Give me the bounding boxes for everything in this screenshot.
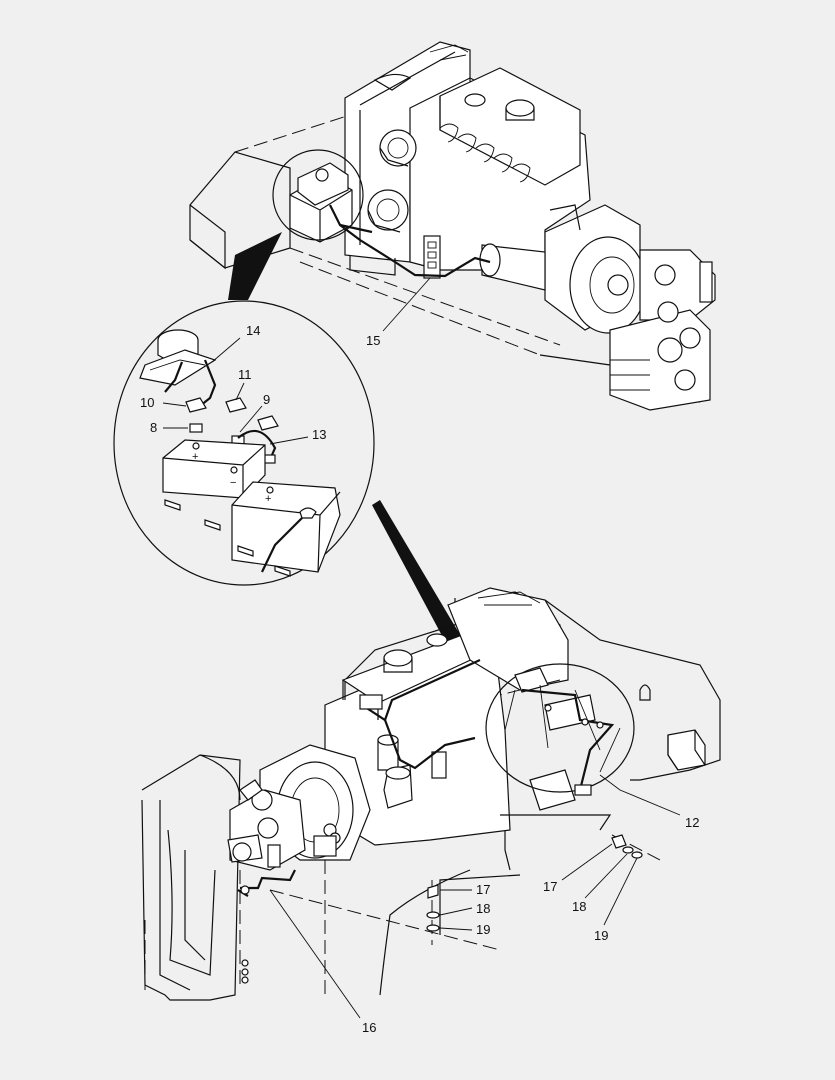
detail-leader-wedge	[372, 500, 475, 660]
detail-callout-circle-top	[228, 149, 364, 300]
callout-17-left: 17	[476, 882, 491, 897]
callout-19-right: 19	[594, 928, 609, 943]
callout-18-left: 18	[476, 901, 491, 916]
battery-minus-mark: −	[230, 477, 237, 489]
top-engine-assembly	[189, 41, 716, 411]
callout-10: 10	[140, 395, 155, 410]
leader-lines	[162, 277, 681, 1019]
callout-11: 11	[238, 367, 252, 382]
callout-14: 14	[246, 323, 261, 338]
callout-13: 13	[312, 427, 327, 442]
battery-plus-mark-1: +	[192, 451, 199, 463]
callout-15: 15	[366, 333, 381, 348]
callout-9: 9	[263, 392, 271, 407]
detail-callout-circle-bottom	[485, 663, 635, 796]
callout-16: 16	[362, 1020, 377, 1035]
fasteners-17-18-19	[426, 834, 661, 945]
battery-detail-view	[113, 300, 375, 586]
bottom-engine-assembly	[141, 587, 721, 1001]
callout-8: 8	[150, 420, 158, 435]
battery-plus-mark-2: +	[265, 493, 272, 505]
callout-19-left: 19	[476, 922, 491, 937]
callout-17-right: 17	[543, 879, 558, 894]
callout-18-right: 18	[572, 899, 587, 914]
callout-12: 12	[685, 815, 700, 830]
